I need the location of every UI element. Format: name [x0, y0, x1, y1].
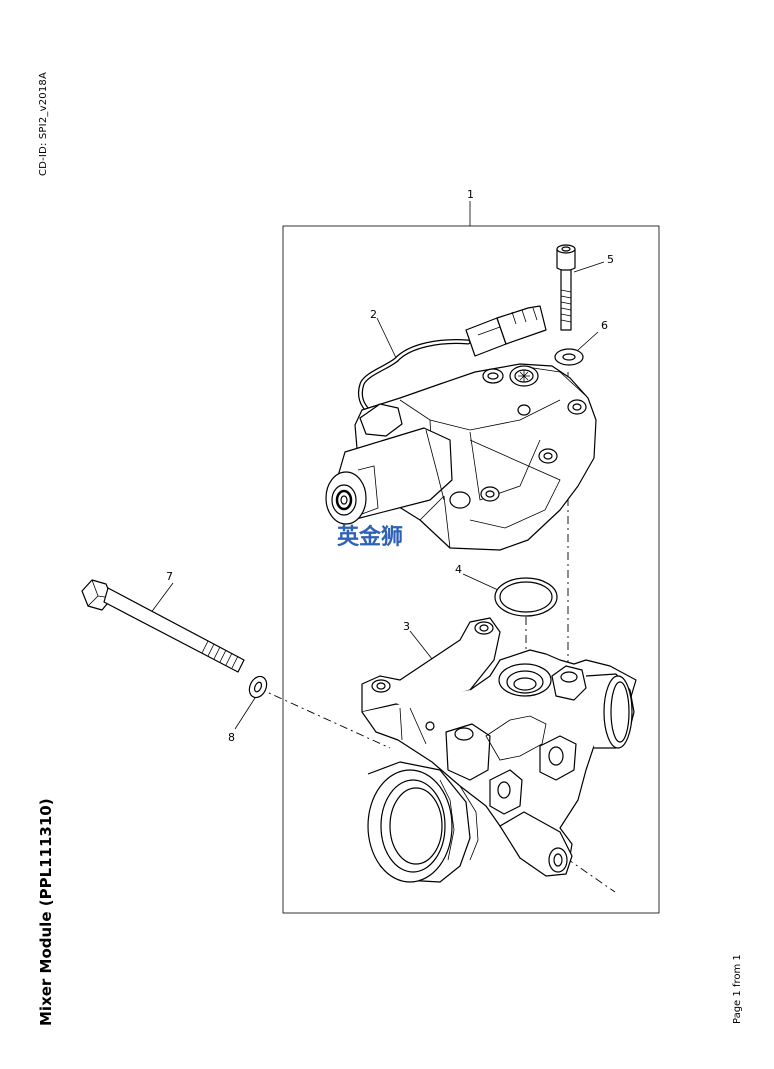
callout-3: 3: [403, 620, 410, 633]
callout-7: 7: [166, 570, 173, 583]
callout-8: 8: [228, 731, 235, 744]
callout-1: 1: [467, 188, 474, 201]
callout-5: 5: [607, 253, 614, 266]
actuator-part-2: [325, 305, 597, 551]
callout-6: 6: [601, 319, 608, 332]
callout-numbers: 1 2 3 4 5 6 7 8: [166, 188, 614, 744]
assembly-frame: [282, 225, 660, 914]
watermark-text: 英金狮: [337, 524, 403, 550]
bolt-part-7: [81, 579, 245, 673]
washer-part-8: [248, 675, 268, 699]
mixer-housing-part-3: [361, 617, 637, 883]
o-ring-part-4: [494, 577, 558, 617]
callout-4: 4: [455, 563, 462, 576]
callout-2: 2: [370, 308, 377, 321]
cap-screw-part-5: [556, 244, 576, 331]
washer-part-6: [554, 348, 584, 366]
leader-lines: [149, 201, 605, 730]
